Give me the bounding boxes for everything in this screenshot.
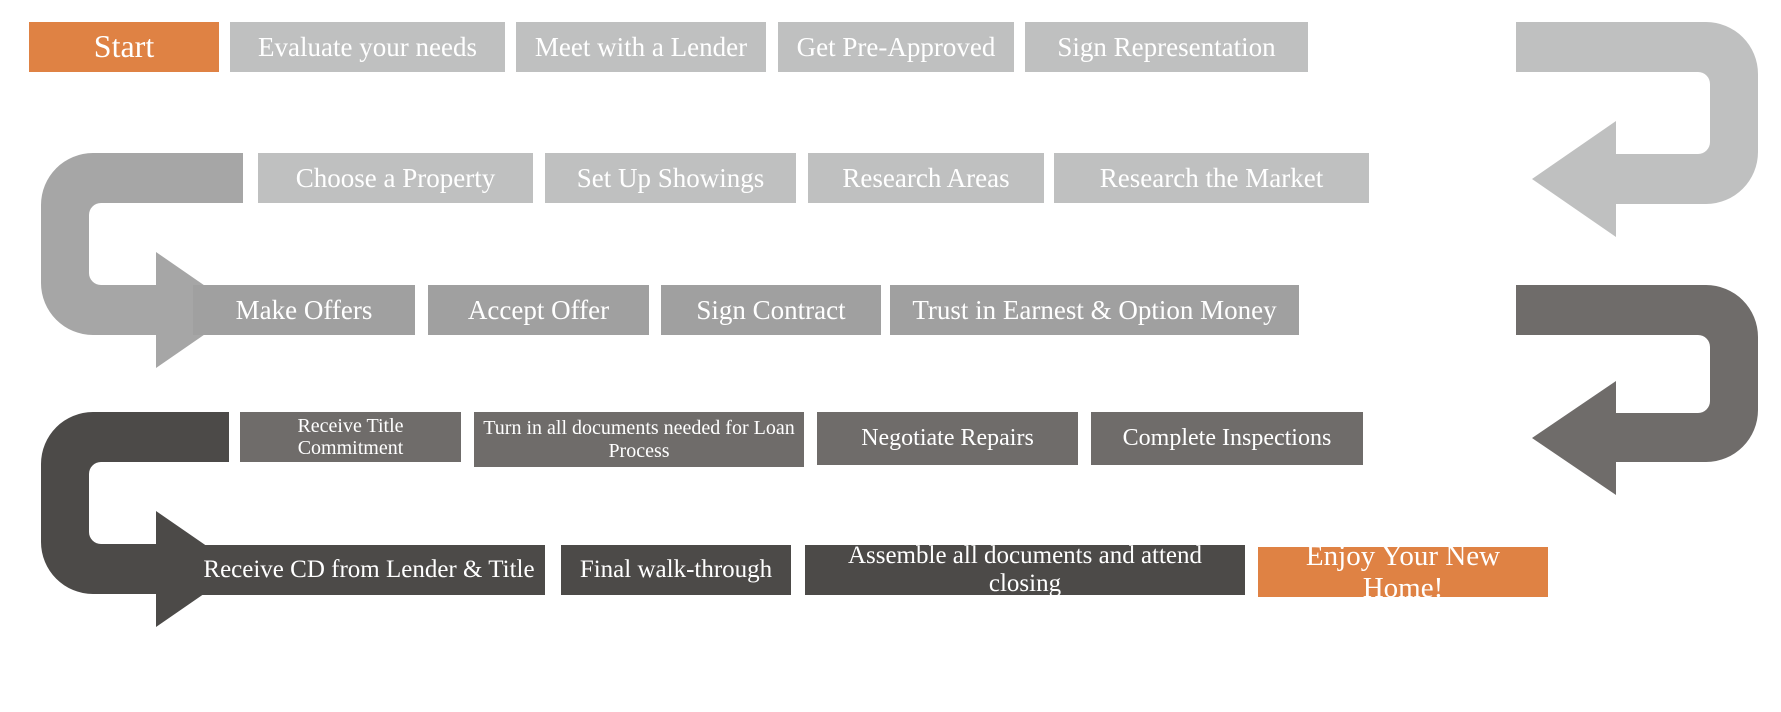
- flow-box-research-areas[interactable]: Research Areas: [808, 153, 1044, 203]
- flow-box-research-the-market[interactable]: Research the Market: [1054, 153, 1369, 203]
- flow-box-enjoy-your-new-home[interactable]: Enjoy Your New Home!: [1258, 540, 1548, 604]
- flow-box-label: Trust in Earnest & Option Money: [912, 294, 1277, 325]
- flow-box-label: Accept Offer: [467, 294, 610, 325]
- flow-box-turn-in-loan-documents[interactable]: Turn in all documents needed for Loan Pr…: [474, 412, 804, 467]
- flow-box-final-walk-through[interactable]: Final walk-through: [561, 545, 791, 595]
- flow-box-label: Assemble all documents and attend closin…: [847, 542, 1203, 597]
- flow-box-label: Complete Inspections: [1122, 425, 1332, 452]
- flow-box-negotiate-repairs[interactable]: Negotiate Repairs: [817, 412, 1078, 465]
- flow-box-evaluate-your-needs[interactable]: Evaluate your needs: [230, 22, 505, 72]
- flow-box-label: Sign Representation: [1057, 31, 1276, 62]
- flow-box-label: Turn in all documents needed for Loan Pr…: [483, 417, 795, 462]
- flow-box-complete-inspections[interactable]: Complete Inspections: [1091, 412, 1363, 465]
- flow-box-label: Final walk-through: [579, 556, 773, 583]
- flow-box-label: Research Areas: [842, 162, 1010, 193]
- flow-box-label: Evaluate your needs: [258, 31, 477, 62]
- connector-row1-to-row2-icon: [1516, 22, 1758, 237]
- flow-box-choose-a-property[interactable]: Choose a Property: [258, 153, 533, 203]
- flow-box-accept-offer[interactable]: Accept Offer: [428, 285, 649, 335]
- flow-box-receive-cd-from-lender-and-title[interactable]: Receive CD from Lender & Title: [193, 545, 545, 595]
- flow-box-get-pre-approved[interactable]: Get Pre-Approved: [778, 22, 1014, 72]
- flow-box-trust-in-earnest-and-option-money[interactable]: Trust in Earnest & Option Money: [890, 285, 1299, 335]
- flow-box-assemble-documents-attend-closing[interactable]: Assemble all documents and attend closin…: [805, 542, 1245, 597]
- flow-box-label: Get Pre-Approved: [796, 31, 996, 62]
- flow-box-sign-representation[interactable]: Sign Representation: [1025, 22, 1308, 72]
- flow-box-label: Receive Title Commitment: [297, 414, 404, 459]
- flow-box-label: Receive CD from Lender & Title: [203, 556, 535, 583]
- flow-box-label: Negotiate Repairs: [861, 425, 1034, 452]
- flow-box-sign-contract[interactable]: Sign Contract: [661, 285, 881, 335]
- flow-box-label: Meet with a Lender: [534, 31, 748, 62]
- flow-box-make-offers[interactable]: Make Offers: [193, 285, 415, 335]
- flow-box-receive-title-commitment[interactable]: Receive Title Commitment: [240, 412, 461, 462]
- connector-row4-to-row5-icon: [41, 412, 240, 627]
- flow-box-meet-with-a-lender[interactable]: Meet with a Lender: [516, 22, 766, 72]
- flow-box-label: Set Up Showings: [576, 162, 765, 193]
- flow-box-label: Research the Market: [1099, 162, 1324, 193]
- flow-box-label: Sign Contract: [696, 294, 846, 325]
- flow-box-label: Choose a Property: [295, 162, 496, 193]
- flow-box-label: Make Offers: [235, 294, 373, 325]
- flow-box-set-up-showings[interactable]: Set Up Showings: [545, 153, 796, 203]
- flow-box-label: Enjoy Your New Home!: [1305, 539, 1501, 604]
- flow-box-label: Start: [93, 28, 155, 65]
- flow-box-start[interactable]: Start: [29, 22, 219, 72]
- connector-row2-to-row3-icon: [41, 153, 243, 368]
- connector-row3-to-row4-icon: [1516, 285, 1758, 495]
